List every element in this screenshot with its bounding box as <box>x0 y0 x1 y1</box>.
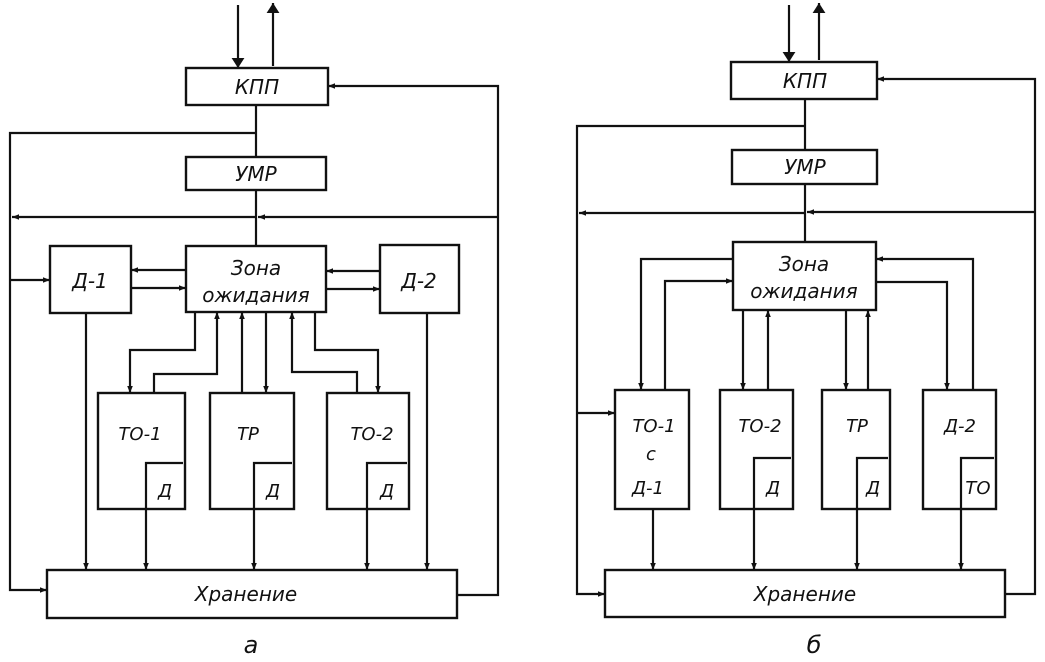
d2-sub-block <box>959 456 994 509</box>
kpp-label: КПП <box>235 75 279 99</box>
to1-block <box>96 391 187 511</box>
to1-label: ТО-1 <box>118 424 161 445</box>
panel-a-connections <box>8 3 500 597</box>
zone-to-to1 <box>127 312 197 393</box>
umr-label: УМР <box>784 155 826 179</box>
panel-b: КПП УМР Зона ожидания ТО-1 с Д-1 ТО-2 Д … <box>575 3 1037 659</box>
panel-b-caption: б <box>807 631 822 659</box>
storage-block <box>45 568 459 620</box>
umr-label: УМР <box>235 162 277 186</box>
to1-with-d1-label-3: Д-1 <box>631 478 664 499</box>
tr-block <box>208 391 296 511</box>
to2-sub-label: Д <box>765 478 780 499</box>
to1-sub-label: Д <box>157 481 172 502</box>
tr-sub-label: Д <box>265 481 280 502</box>
to2-to-zone <box>289 312 359 393</box>
right-bus <box>877 76 1037 596</box>
to2-sub-block <box>752 456 791 509</box>
panel-a-caption: а <box>244 631 259 659</box>
d1-label: Д-1 <box>71 269 108 293</box>
zone-to-to1 <box>638 257 733 390</box>
tr-sub-block <box>252 461 292 509</box>
umr-block <box>184 155 328 192</box>
kpp-block <box>184 66 330 107</box>
right-bus <box>328 83 500 597</box>
zone-to-d2 <box>876 280 950 390</box>
storage-block <box>603 568 1007 619</box>
storage-label: Хранение <box>194 582 297 606</box>
tr-sub-label: Д <box>865 478 880 499</box>
d2-to-zone <box>876 256 975 390</box>
to1-to-zone <box>663 278 733 390</box>
kpp-label: КПП <box>783 69 827 93</box>
to1-to-zone <box>152 312 220 393</box>
tr-label: ТР <box>237 424 259 445</box>
panel-a: КПП УМР Зона ожидания Д-1 Д-2 ТО-1 Д ТР … <box>8 3 500 659</box>
umr-block <box>730 148 879 186</box>
panel-b-connections <box>575 3 1037 597</box>
to2-sub-block <box>365 461 407 509</box>
zone-to-to2 <box>313 312 381 393</box>
waiting-zone-block <box>731 240 878 312</box>
d1-block <box>48 244 133 315</box>
to2-sub-label: Д <box>379 481 394 502</box>
to2-label: ТО-2 <box>350 424 393 445</box>
d2-block <box>921 388 998 511</box>
tr-label: ТР <box>846 416 868 437</box>
to2-label: ТО-2 <box>738 416 781 437</box>
waiting-zone-label-1: Зона <box>231 256 281 280</box>
waiting-zone-label-1: Зона <box>779 252 829 276</box>
d2-block <box>378 243 461 315</box>
d2-label: Д-2 <box>400 269 437 293</box>
tr-sub-block <box>855 456 888 509</box>
to1-with-d1-label-1: ТО-1 <box>632 416 675 437</box>
to1-with-d1-label-2: с <box>646 444 656 465</box>
d2-label: Д-2 <box>943 416 976 437</box>
waiting-zone-label-2: ожидания <box>202 283 309 307</box>
d2-sub-label: ТО <box>965 478 990 499</box>
waiting-zone-label-2: ожидания <box>750 279 857 303</box>
to1-with-d1-block <box>613 388 691 511</box>
storage-label: Хранение <box>753 582 856 606</box>
to2-block <box>718 388 795 511</box>
left-bus <box>8 131 256 593</box>
kpp-block <box>729 60 879 101</box>
left-bus <box>575 124 805 597</box>
to1-sub-block <box>144 461 183 509</box>
waiting-zone-block <box>184 244 328 314</box>
